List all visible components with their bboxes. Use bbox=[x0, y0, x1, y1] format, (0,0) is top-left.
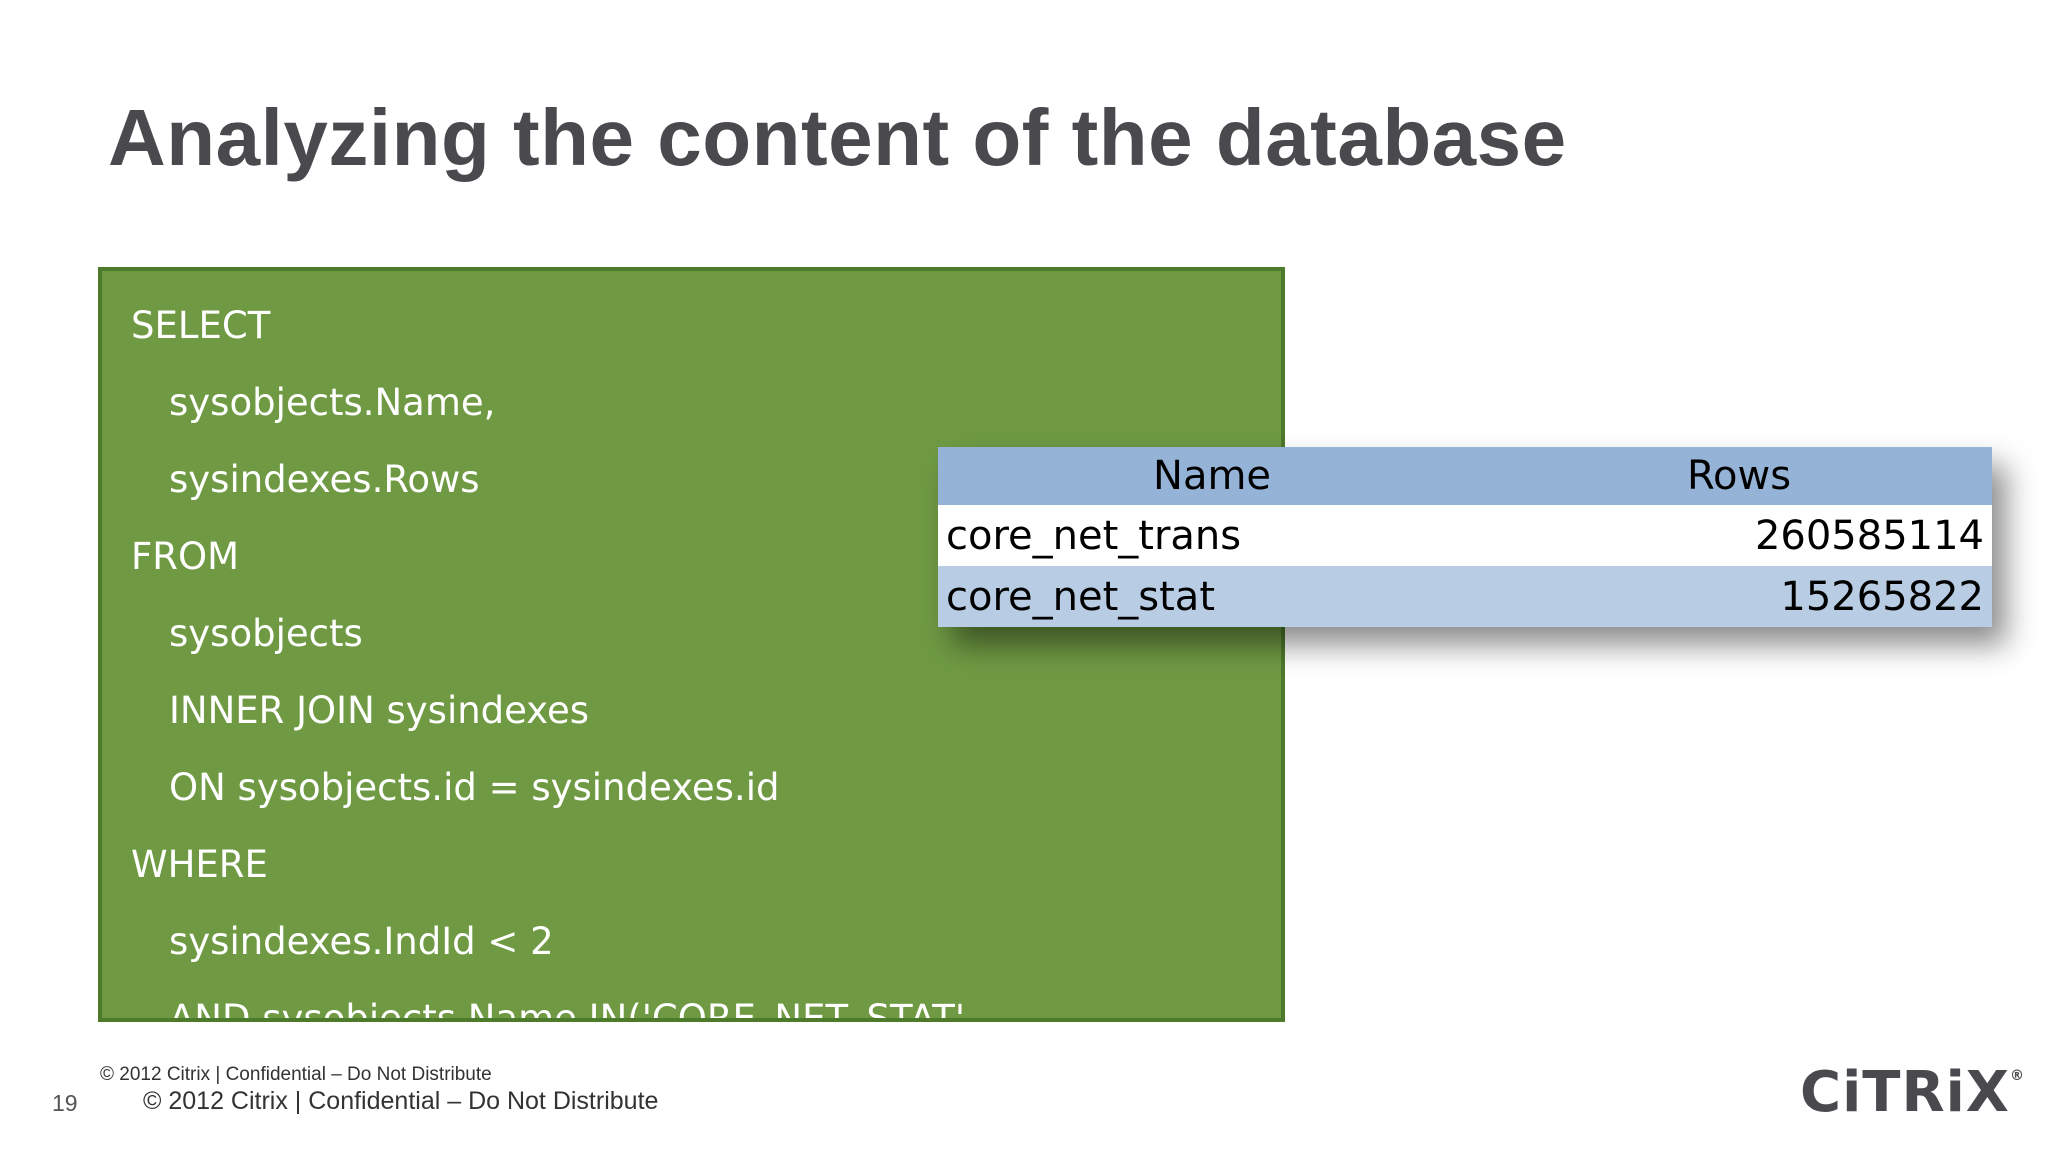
code-line: SELECT bbox=[131, 304, 271, 347]
code-line: sysobjects.Name, bbox=[169, 381, 496, 424]
code-line: ON sysobjects.id = sysindexes.id bbox=[169, 766, 780, 809]
query-result-table: Name Rows core_net_trans 260585114 core_… bbox=[938, 447, 1992, 627]
table-row: core_net_stat 15265822 bbox=[938, 566, 1992, 627]
sql-code-box: SELECT sysobjects.Name, sysindexes.Rows … bbox=[98, 267, 1285, 1022]
code-line: sysindexes.Rows bbox=[169, 458, 480, 501]
table-cell-rows: 15265822 bbox=[1486, 566, 1992, 627]
footer-copyright: © 2012 Citrix | Confidential – Do Not Di… bbox=[143, 1087, 659, 1115]
page-number: 19 bbox=[52, 1090, 78, 1116]
code-line: AND sysobjects.Name IN('CORE_NET_STAT', bbox=[169, 997, 977, 1022]
code-line: sysobjects bbox=[169, 612, 363, 655]
code-line: FROM bbox=[131, 535, 240, 578]
registered-mark-icon: ® bbox=[2009, 1068, 2025, 1084]
code-line: WHERE bbox=[131, 843, 268, 886]
citrix-logo: CiTRiX® bbox=[1800, 1060, 2025, 1125]
logo-text: CiTRiX bbox=[1800, 1060, 2010, 1125]
table-header-row: Name Rows bbox=[938, 447, 1992, 505]
table-cell-name: core_net_stat bbox=[938, 566, 1487, 627]
column-header-name: Name bbox=[938, 447, 1487, 505]
code-line: sysindexes.IndId < 2 bbox=[169, 920, 554, 963]
code-line: INNER JOIN sysindexes bbox=[169, 689, 590, 732]
column-header-rows: Rows bbox=[1486, 447, 1992, 505]
table-row: core_net_trans 260585114 bbox=[938, 505, 1992, 566]
table-cell-rows: 260585114 bbox=[1486, 505, 1992, 566]
table-cell-name: core_net_trans bbox=[938, 505, 1487, 566]
slide-title: Analyzing the content of the database bbox=[108, 93, 1567, 182]
footer-copyright-small: © 2012 Citrix | Confidential – Do Not Di… bbox=[100, 1064, 492, 1085]
